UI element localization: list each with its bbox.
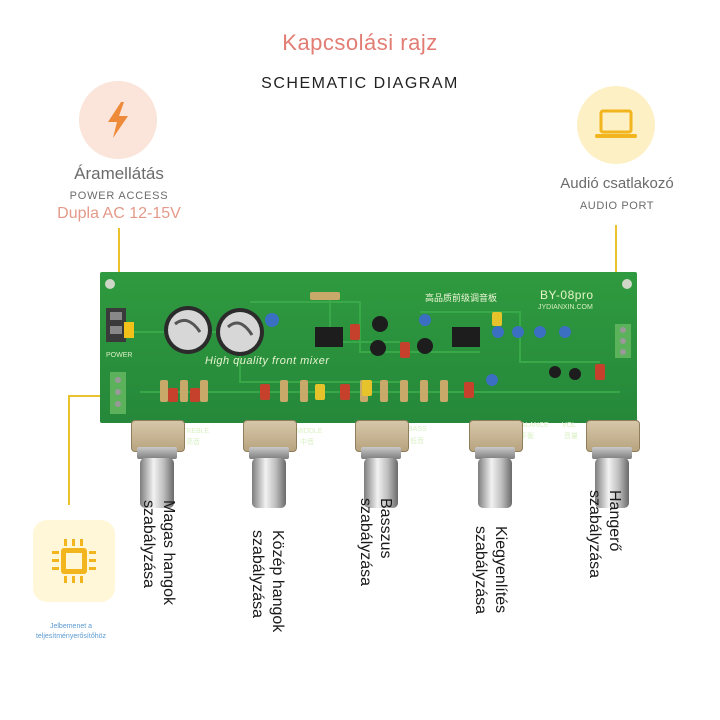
- silk-power: POWER: [106, 352, 133, 359]
- treble-knob-shaft[interactable]: [140, 458, 174, 508]
- balance-pot-nut: [475, 447, 515, 459]
- chip-icon: [52, 539, 96, 583]
- balance-label: Kiegyenlítés szabályzása: [472, 526, 509, 615]
- circuit-board: [100, 272, 637, 423]
- balance-pot[interactable]: [469, 420, 523, 452]
- laptop-icon: [595, 109, 637, 138]
- treble-pot-nut: [137, 447, 177, 459]
- silk-balance-cn: 平衡: [520, 433, 534, 440]
- middle-knob-shaft[interactable]: [252, 458, 286, 508]
- chip-caption: Jelbemenet a teljesítményerősítőhöz: [35, 623, 107, 640]
- middle-pot-nut: [249, 447, 289, 459]
- middle-label: Közép hangok szabályzása: [249, 530, 286, 633]
- silk-balance: BALANCE: [516, 422, 549, 429]
- bass-pot-nut: [361, 447, 401, 459]
- silk-bass: BASS: [408, 426, 427, 433]
- audio-icon-circle: [577, 86, 655, 164]
- silk-vol: VOL: [562, 422, 577, 429]
- bass-pot[interactable]: [355, 420, 409, 452]
- input-callout-line-v: [68, 395, 70, 505]
- power-title: Áramellátás: [74, 164, 164, 183]
- silk-treble: TREBLE: [182, 428, 210, 435]
- board-components: [105, 279, 632, 414]
- audio-subtitle: AUDIO PORT: [579, 200, 655, 212]
- volume-pot[interactable]: [586, 420, 640, 452]
- page-subtitle: SCHEMATIC DIAGRAM: [261, 75, 459, 92]
- input-callout-line-h: [68, 395, 108, 397]
- silk-treble-cn: 高音: [186, 439, 200, 446]
- lightning-icon: [108, 102, 128, 138]
- board-chinese-title: 高品质前级调音板: [425, 293, 498, 303]
- board-model: JYDIANXIN.COM: [538, 304, 593, 311]
- silk-vol-cn: 音量: [564, 433, 578, 440]
- board-slogan: High quality front mixer: [205, 355, 330, 367]
- volume-knob-shaft[interactable]: [595, 458, 629, 508]
- silk-bass-cn: 低音: [410, 438, 424, 445]
- audio-title: Audió csatlakozó: [560, 175, 674, 192]
- bass-label: Basszus szabályzása: [357, 498, 394, 587]
- bass-knob-shaft[interactable]: [364, 458, 398, 508]
- power-subtitle: POWER ACCESS: [69, 190, 169, 202]
- volume-label: Hangerő szabályzása: [586, 490, 623, 579]
- board-brand: BY-08pro: [540, 288, 594, 302]
- treble-label: Magas hangok szabályzása: [140, 500, 177, 605]
- silk-middle-cn: 中音: [300, 439, 314, 446]
- volume-pot-nut: [592, 447, 632, 459]
- balance-knob-shaft[interactable]: [478, 458, 512, 508]
- chip-icon-box: [33, 520, 115, 602]
- power-icon-circle: [79, 81, 157, 159]
- silk-middle: MIDDLE: [296, 428, 323, 435]
- power-spec: Dupla AC 12-15V: [57, 205, 181, 222]
- page-title: Kapcsolási rajz: [282, 30, 438, 55]
